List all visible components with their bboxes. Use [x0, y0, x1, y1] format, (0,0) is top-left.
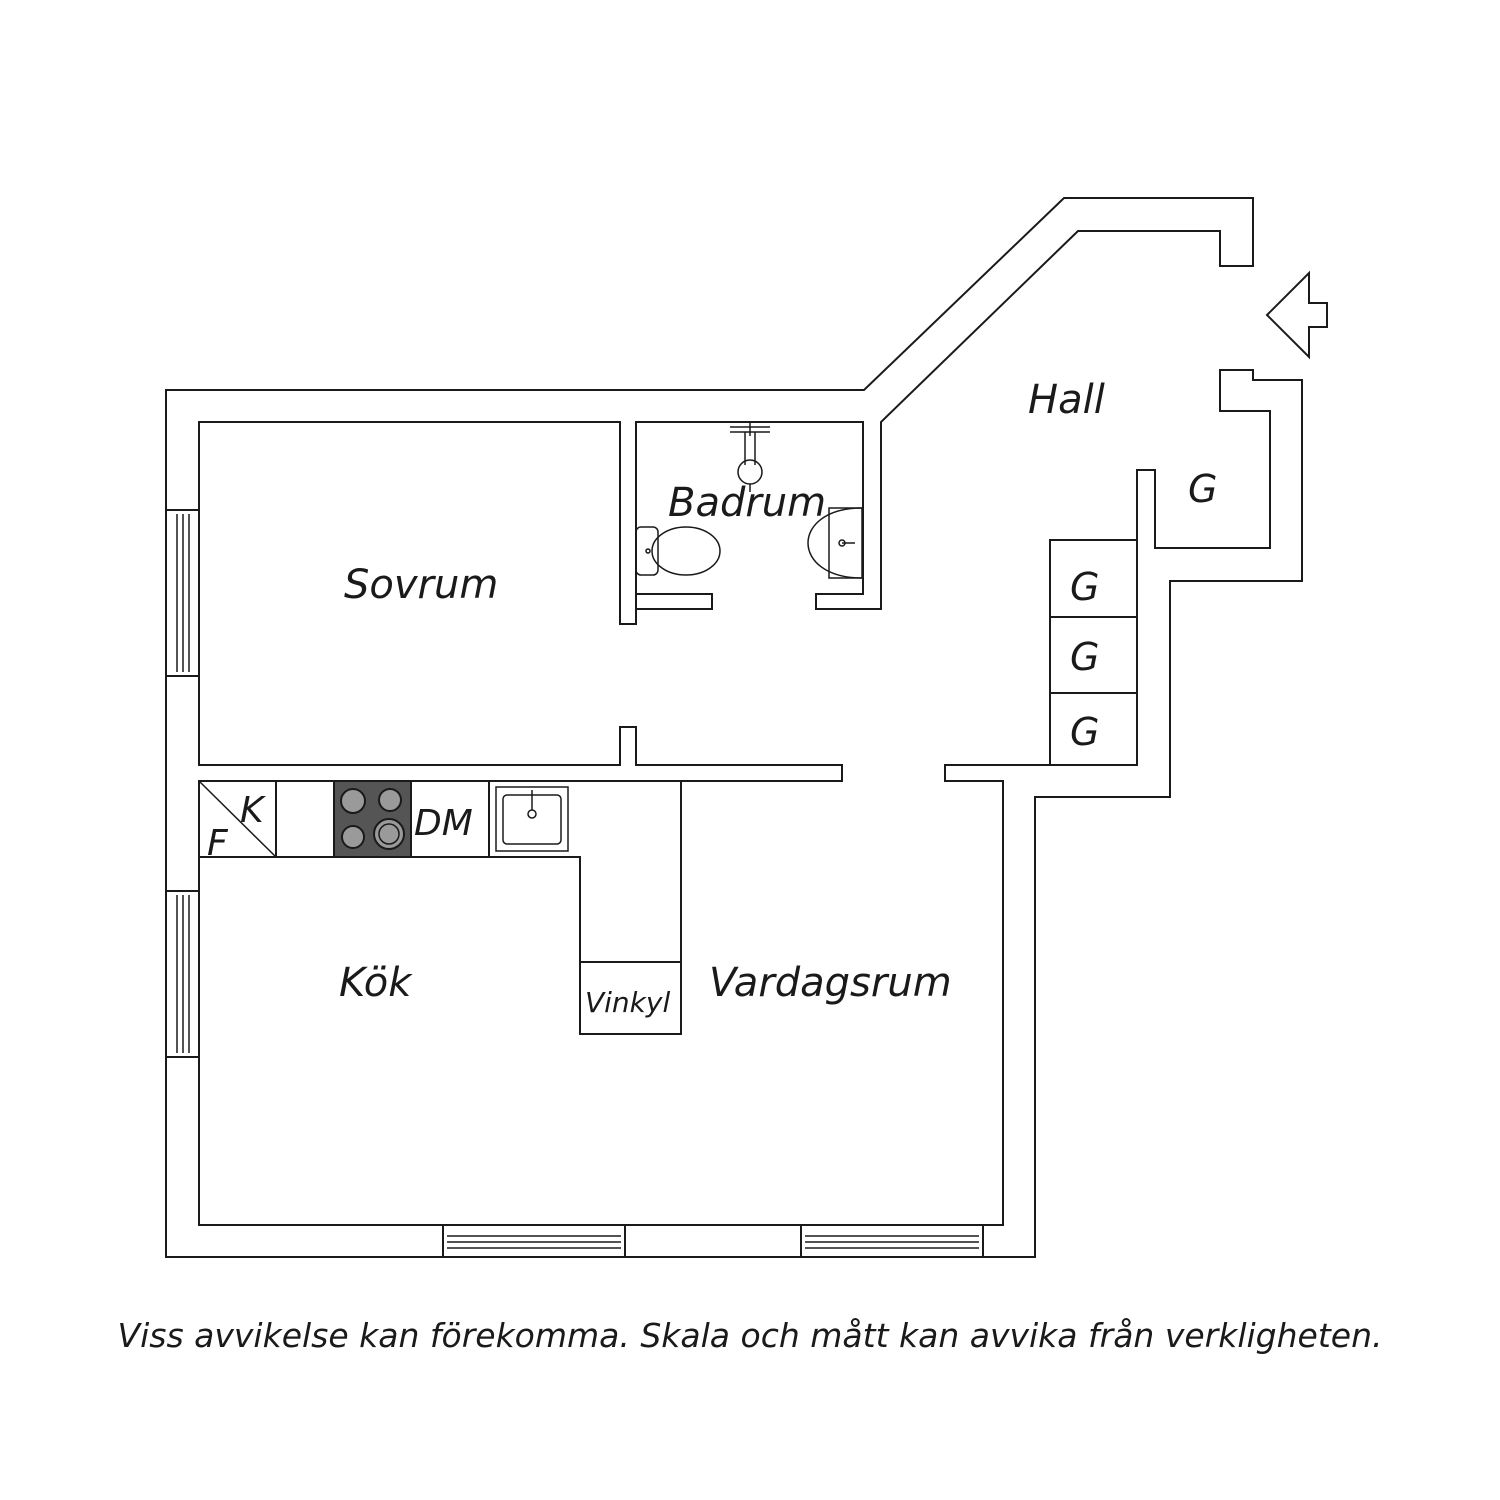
- label-fridge: K: [240, 790, 266, 831]
- outer-wall-outline: [165, 197, 1303, 1258]
- wardrobes: [1049, 539, 1138, 766]
- label-wardrobe-2: G: [1070, 635, 1099, 679]
- label-wardrobe-hall: G: [1188, 467, 1217, 511]
- bathroom-fixtures: [635, 422, 863, 579]
- room-label-kok: Kök: [339, 960, 413, 1006]
- room-label-sovrum: Sovrum: [344, 562, 498, 608]
- kitchen-counter: [198, 780, 682, 1035]
- room-label-hall: Hall: [1028, 377, 1105, 423]
- label-freezer: F: [207, 823, 229, 864]
- fridge-freezer-box: [198, 780, 277, 858]
- windows: [165, 509, 984, 1258]
- window-bottom-right: [800, 1224, 984, 1258]
- toilet-icon: [635, 526, 721, 576]
- entrance-arrow-icon: [1265, 270, 1328, 360]
- room-label-badrum: Badrum: [668, 480, 826, 526]
- stove-icon: [333, 780, 412, 858]
- room-label-vardagsrum: Vardagsrum: [709, 960, 952, 1006]
- kitchen-sink-icon: [495, 786, 569, 852]
- label-dishwasher: DM: [414, 803, 473, 844]
- wine-fridge-box: [579, 961, 682, 1035]
- label-wardrobe-3: G: [1070, 710, 1099, 754]
- label-wine-fridge: Vinkyl: [585, 986, 670, 1019]
- disclaimer-text: Viss avvikelse kan förekomma. Skala och …: [117, 1316, 1383, 1355]
- window-bottom-left: [442, 1224, 626, 1258]
- wardrobe-3: [1049, 692, 1138, 766]
- bathroom-wall-left: [636, 593, 713, 610]
- label-wardrobe-1: G: [1070, 565, 1099, 609]
- bathroom-sink-icon: [807, 507, 863, 579]
- shower-icon: [730, 422, 770, 492]
- outer-walls: [165, 197, 1303, 1258]
